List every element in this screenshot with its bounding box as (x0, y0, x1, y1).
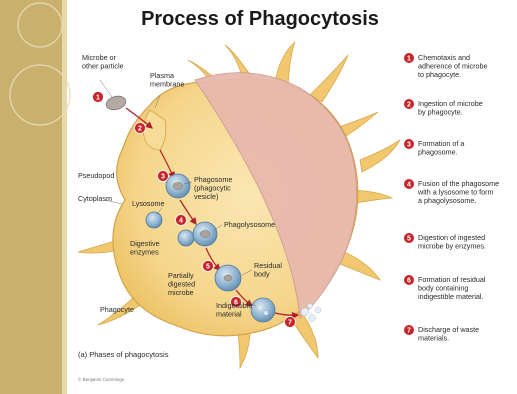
label-cytoplasm: Cytoplasm (78, 194, 112, 203)
lysosome-vesicle (146, 212, 162, 228)
svg-text:4: 4 (407, 182, 411, 189)
microbe (105, 94, 128, 112)
label-pseudopod: Pseudopod (78, 171, 114, 180)
decorative-arcs (10, 3, 70, 125)
label-phagocyte: Phagocyte (100, 305, 134, 314)
diagram-step-badge-7: 7 (285, 317, 296, 328)
svg-text:7: 7 (407, 328, 411, 335)
svg-text:7: 7 (288, 320, 292, 327)
copyright: © Benjamin Cummings (78, 376, 125, 382)
svg-text:6: 6 (407, 278, 411, 285)
svg-text:4: 4 (179, 218, 183, 225)
svg-text:1: 1 (96, 95, 100, 102)
diagram-step-badge-4: 4 (176, 215, 187, 226)
svg-text:5: 5 (407, 236, 411, 243)
label-phagolysosome: Phagolysosome (224, 220, 275, 229)
diagram-step-badge-1: 1 (93, 92, 104, 103)
svg-text:2: 2 (407, 102, 411, 109)
svg-text:2: 2 (138, 126, 142, 133)
label-lysosome: Lysosome (132, 199, 165, 208)
diagram-step-badge-5: 5 (203, 261, 214, 272)
figure-caption: (a) Phases of phagocytosis (78, 350, 169, 359)
svg-text:3: 3 (161, 174, 165, 181)
residual-body-vesicle (251, 298, 275, 322)
svg-text:3: 3 (407, 142, 411, 149)
diagram-step-badge-3: 3 (158, 171, 169, 182)
svg-text:5: 5 (206, 264, 210, 271)
svg-text:1: 1 (407, 56, 411, 63)
diagram-step-badge-2: 2 (135, 123, 146, 134)
